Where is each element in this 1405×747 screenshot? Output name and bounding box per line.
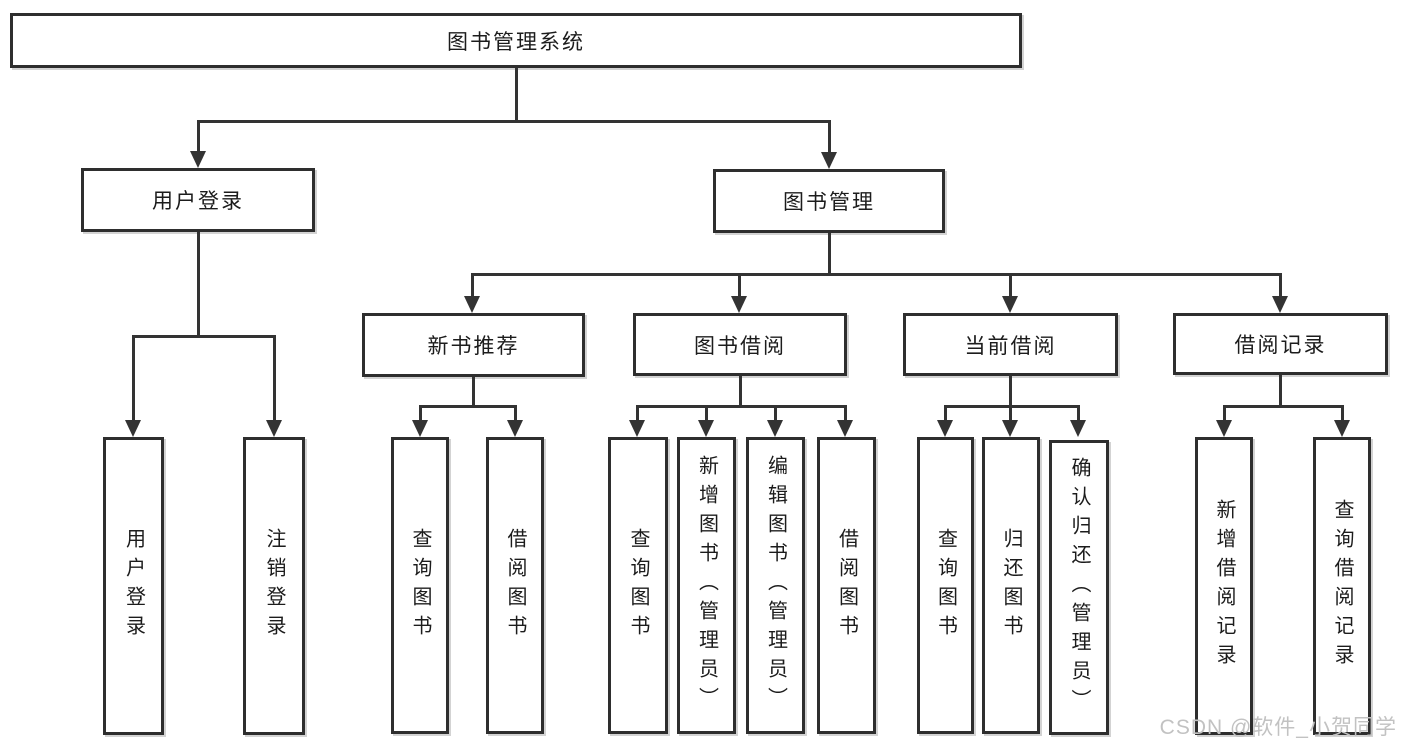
node-label: 图书借阅 xyxy=(694,334,786,358)
node-label: 借阅记录 xyxy=(1234,334,1327,357)
node-leaf-borrow-books-1: 借阅图书 xyxy=(486,437,544,734)
node-label: 新增图书（管理员） xyxy=(695,455,718,716)
arrowhead-icon xyxy=(1334,420,1350,437)
arrowhead-icon xyxy=(1002,420,1018,437)
connector-book-borrow-trunk xyxy=(739,376,742,405)
arrowhead-icon xyxy=(125,420,141,437)
connector-current-borrow-branch xyxy=(944,405,1080,408)
connector-stem-leaf xyxy=(774,405,777,420)
node-book-borrowing: 图书借阅 xyxy=(633,313,847,376)
arrowhead-icon xyxy=(698,420,714,437)
connector-stem-leaf xyxy=(514,405,517,420)
node-leaf-borrow-books-2: 借阅图书 xyxy=(817,437,876,734)
node-label: 查询图书 xyxy=(934,527,957,644)
arrowhead-icon xyxy=(731,296,747,313)
connector-user-login-trunk xyxy=(197,232,200,335)
connector-stem-login-leaf xyxy=(132,335,135,420)
connector-stem-leaf xyxy=(844,405,847,420)
connector-stem-user-login xyxy=(197,120,200,151)
arrowhead-icon xyxy=(190,151,206,168)
connector-user-login-branch xyxy=(132,335,276,338)
connector-borrow-records-trunk xyxy=(1279,375,1282,405)
arrowhead-icon xyxy=(767,420,783,437)
connector-stem-leaf xyxy=(705,405,708,420)
node-label: 借阅图书 xyxy=(835,527,858,644)
connector-stem-logout-leaf xyxy=(273,335,276,420)
connector-stem-leaf xyxy=(1009,405,1012,420)
connector-root-branch xyxy=(197,120,831,123)
node-leaf-edit-books-admin: 编辑图书（管理员） xyxy=(746,437,805,734)
node-label: 借阅图书 xyxy=(504,527,526,644)
node-leaf-query-books-1: 查询图书 xyxy=(391,437,449,734)
node-new-book-recommendation: 新书推荐 xyxy=(362,313,585,377)
arrowhead-icon xyxy=(1070,420,1086,437)
arrowhead-icon xyxy=(1216,420,1232,437)
arrowhead-icon xyxy=(937,420,953,437)
connector-stem-leaf xyxy=(636,405,639,420)
node-borrowing-records: 借阅记录 xyxy=(1173,313,1388,375)
connector-stem-book-management xyxy=(828,120,831,152)
node-book-management: 图书管理 xyxy=(713,169,945,233)
node-leaf-query-borrow-record: 查询借阅记录 xyxy=(1313,437,1371,735)
connector-book-borrow-branch xyxy=(636,405,847,408)
node-leaf-logout: 注销登录 xyxy=(243,437,305,735)
node-leaf-add-books-admin: 新增图书（管理员） xyxy=(677,437,736,734)
node-label: 新书推荐 xyxy=(427,335,520,358)
connector-stem-leaf xyxy=(1223,405,1226,420)
node-leaf-return-books: 归还图书 xyxy=(982,437,1040,734)
node-user-login: 用户登录 xyxy=(81,168,315,232)
node-leaf-query-books-3: 查询图书 xyxy=(917,437,974,734)
connector-stem-leaf xyxy=(419,405,422,420)
node-leaf-user-login: 用户登录 xyxy=(103,437,164,735)
node-leaf-add-borrow-record: 新增借阅记录 xyxy=(1195,437,1253,735)
node-label: 注销登录 xyxy=(263,528,285,644)
node-label: 查询借阅记录 xyxy=(1331,499,1353,673)
connector-book-management-trunk xyxy=(828,233,831,273)
connector-stem-leaf xyxy=(1077,405,1080,420)
arrowhead-icon xyxy=(629,420,645,437)
connector-root-trunk xyxy=(515,68,518,120)
csdn-watermark: CSDN @软件_小贺同学 xyxy=(1159,716,1397,739)
connector-current-borrow-trunk xyxy=(1009,376,1012,405)
node-label: 图书管理 xyxy=(783,191,875,214)
connector-stem-leaf xyxy=(944,405,947,420)
arrowhead-icon xyxy=(507,420,523,437)
arrowhead-icon xyxy=(821,152,837,169)
node-label: 用户登录 xyxy=(152,190,244,213)
connector-stem-borrow-records xyxy=(1279,273,1282,296)
node-leaf-confirm-return-admin: 确认归还（管理员） xyxy=(1049,440,1109,735)
node-label: 用户登录 xyxy=(122,528,145,644)
node-label: 新增借阅记录 xyxy=(1213,499,1235,673)
arrowhead-icon xyxy=(266,420,282,437)
node-current-borrowing: 当前借阅 xyxy=(903,313,1118,376)
connector-borrow-records-branch xyxy=(1223,405,1344,408)
node-label: 查询图书 xyxy=(627,527,649,644)
arrowhead-icon xyxy=(464,296,480,313)
node-leaf-query-books-2: 查询图书 xyxy=(608,437,668,734)
connector-stem-new-book-rec xyxy=(471,273,474,296)
connector-stem-leaf xyxy=(1341,405,1344,420)
node-label: 归还图书 xyxy=(1000,527,1022,644)
connector-book-management-branch xyxy=(471,273,1282,276)
node-label: 查询图书 xyxy=(409,527,431,644)
node-label: 编辑图书（管理员） xyxy=(764,455,787,716)
connector-new-book-branch xyxy=(419,405,517,408)
node-label: 确认归还（管理员） xyxy=(1068,457,1090,718)
arrowhead-icon xyxy=(412,420,428,437)
node-label: 当前借阅 xyxy=(964,334,1057,358)
arrowhead-icon xyxy=(1002,296,1018,313)
arrowhead-icon xyxy=(837,420,853,437)
connector-new-book-trunk xyxy=(472,377,475,405)
connector-stem-book-borrow xyxy=(738,273,741,296)
connector-stem-current-borrow xyxy=(1009,273,1012,296)
node-label: 图书管理系统 xyxy=(447,30,585,54)
node-library-management-system: 图书管理系统 xyxy=(10,13,1022,68)
arrowhead-icon xyxy=(1272,296,1288,313)
